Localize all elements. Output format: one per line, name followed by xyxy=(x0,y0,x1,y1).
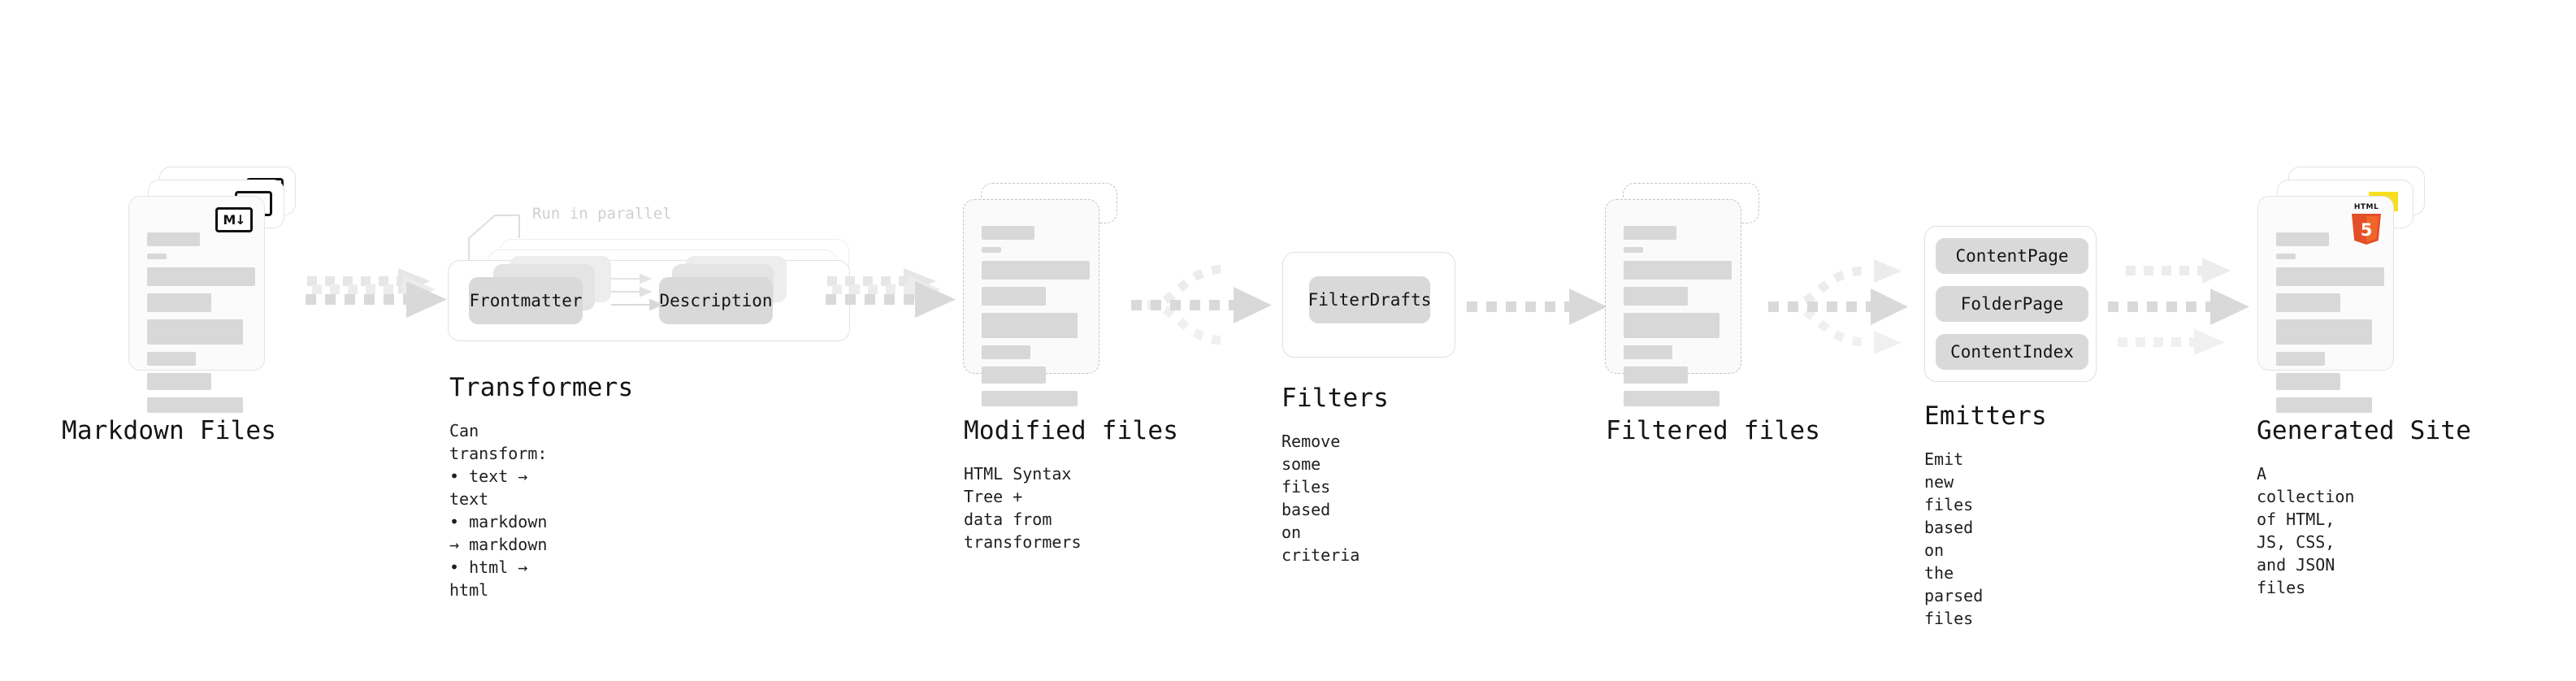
emitter-chip-contentindex[interactable]: ContentIndex xyxy=(1936,334,2088,370)
stage-subtitle-emitters: Emit new files based on the parsed files xyxy=(1924,449,1984,628)
stage-title-markdown-files: Markdown Files xyxy=(62,416,277,445)
stage-title-modified-files: Modified files xyxy=(964,416,1179,445)
document-card-front: HTML 5 xyxy=(2257,196,2394,413)
transformer-inner-arrows xyxy=(611,273,664,311)
stage-title-generated-site: Generated Site xyxy=(2257,416,2472,445)
svg-text:5: 5 xyxy=(2361,220,2373,240)
transformer-chip-frontmatter[interactable]: Frontmatter xyxy=(469,277,583,324)
emitter-chip-folderpage[interactable]: FolderPage xyxy=(1936,286,2088,322)
stage-subtitle-transformers: Can transform: • text → text • markdown … xyxy=(449,421,548,600)
stage-title-emitters: Emitters xyxy=(1924,401,2047,431)
document-card-front xyxy=(963,199,1099,406)
stage-title-filters: Filters xyxy=(1281,384,1390,413)
transformer-chip-description[interactable]: Description xyxy=(659,277,773,324)
filters-group-box: FilterDrafts xyxy=(1282,252,1455,358)
placeholder-lines xyxy=(147,232,255,420)
placeholder-lines xyxy=(1624,226,1732,414)
connector-markdown-to-transformers xyxy=(306,268,447,318)
stage-subtitle-filters: Remove some files based on criteria xyxy=(1281,432,1360,565)
connector-filtered-to-emitters xyxy=(1768,259,1908,354)
document-card-front: M↓ xyxy=(128,196,265,413)
document-card-front xyxy=(1605,199,1741,406)
markdown-badge-icon: M↓ xyxy=(215,207,253,232)
connector-transformers-to-modified xyxy=(826,268,956,318)
placeholder-lines xyxy=(2276,232,2384,420)
stage-subtitle-modified-files: HTML Syntax Tree + data from transformer… xyxy=(964,464,1082,552)
connector-filters-to-filtered xyxy=(1467,288,1607,325)
stage-subtitle-generated-site: A collection of HTML, JS, CSS, and JSON … xyxy=(2257,464,2355,597)
run-in-parallel-label: Run in parallel xyxy=(532,205,672,223)
stage-title-filtered-files: Filtered files xyxy=(1606,416,1821,445)
connector-modified-to-filters xyxy=(1131,264,1272,345)
emitter-chip-contentpage[interactable]: ContentPage xyxy=(1936,238,2088,274)
connector-emitters-to-site xyxy=(2108,258,2249,355)
run-in-parallel-bracket xyxy=(468,215,520,262)
placeholder-lines xyxy=(982,226,1090,414)
html5-badge-icon: HTML 5 xyxy=(2348,203,2384,245)
filter-chip-filterdrafts[interactable]: FilterDrafts xyxy=(1308,276,1431,323)
emitters-group-box: ContentPage FolderPage ContentIndex xyxy=(1924,226,2097,382)
stage-title-transformers: Transformers xyxy=(449,373,634,402)
